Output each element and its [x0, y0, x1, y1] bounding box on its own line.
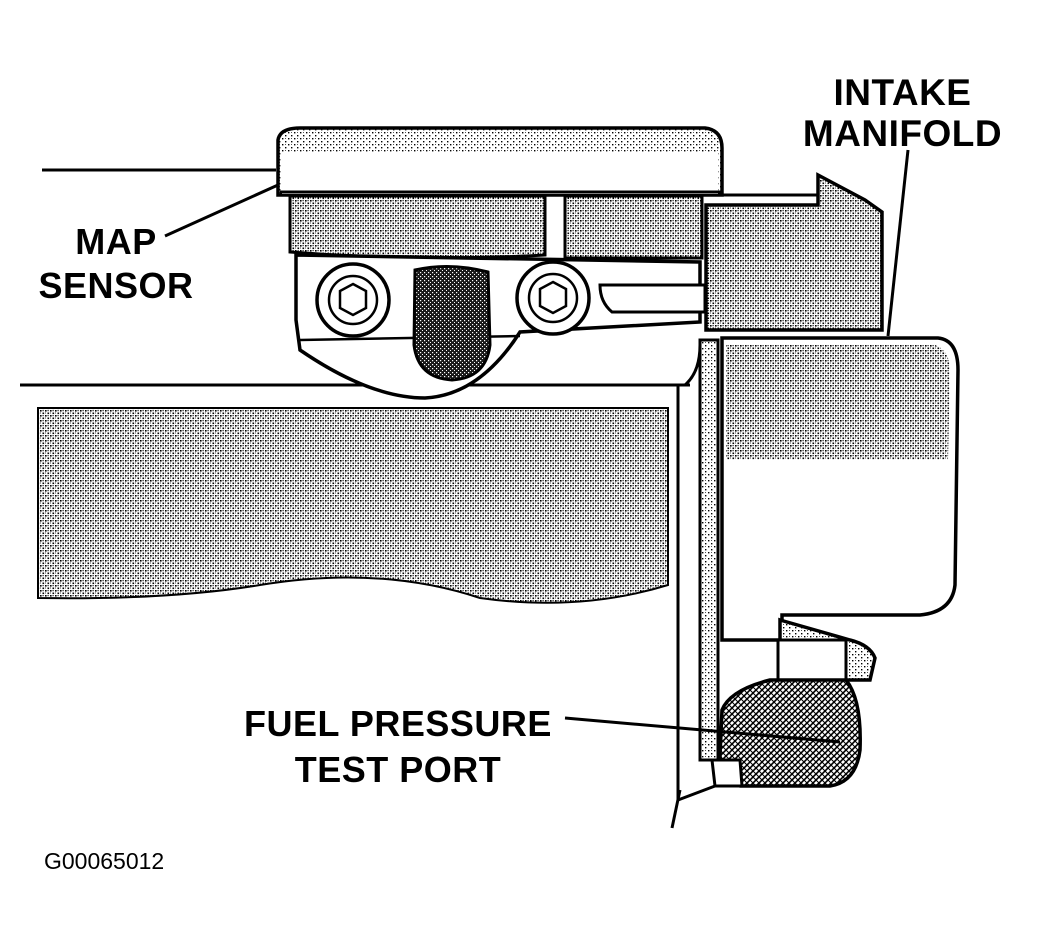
manifold-upper-block: [704, 172, 884, 332]
fuel-pressure-label-line-2: TEST PORT: [294, 749, 502, 790]
intake-manifold-label: INTAKE MANIFOLD: [800, 74, 1005, 152]
fuel-pressure-test-port-label: FUEL PRESSURE TEST PORT: [238, 706, 558, 788]
map-sensor: [276, 126, 724, 400]
fuel-rail: [698, 338, 720, 762]
leader-lines: [42, 149, 910, 744]
map-sensor-label-line-1: MAP: [75, 221, 157, 262]
map-sensor-label: MAP SENSOR: [30, 224, 202, 304]
leader-line-fuel-pressure-port: [564, 716, 841, 744]
leader-line-intake-manifold: [886, 149, 910, 337]
leader-line-map-sensor: [164, 183, 279, 238]
test-port-fitting: [670, 617, 877, 829]
intake-manifold-label-line-2: MANIFOLD: [802, 113, 1003, 154]
figure-id: G00065012: [44, 848, 165, 874]
intake-manifold-label-line-1: INTAKE: [833, 72, 972, 113]
manifold-body: [37, 385, 680, 800]
map-sensor-label-line-2: SENSOR: [38, 265, 194, 306]
right-housing: [720, 336, 960, 642]
fuel-pressure-label-line-1: FUEL PRESSURE: [244, 703, 552, 744]
